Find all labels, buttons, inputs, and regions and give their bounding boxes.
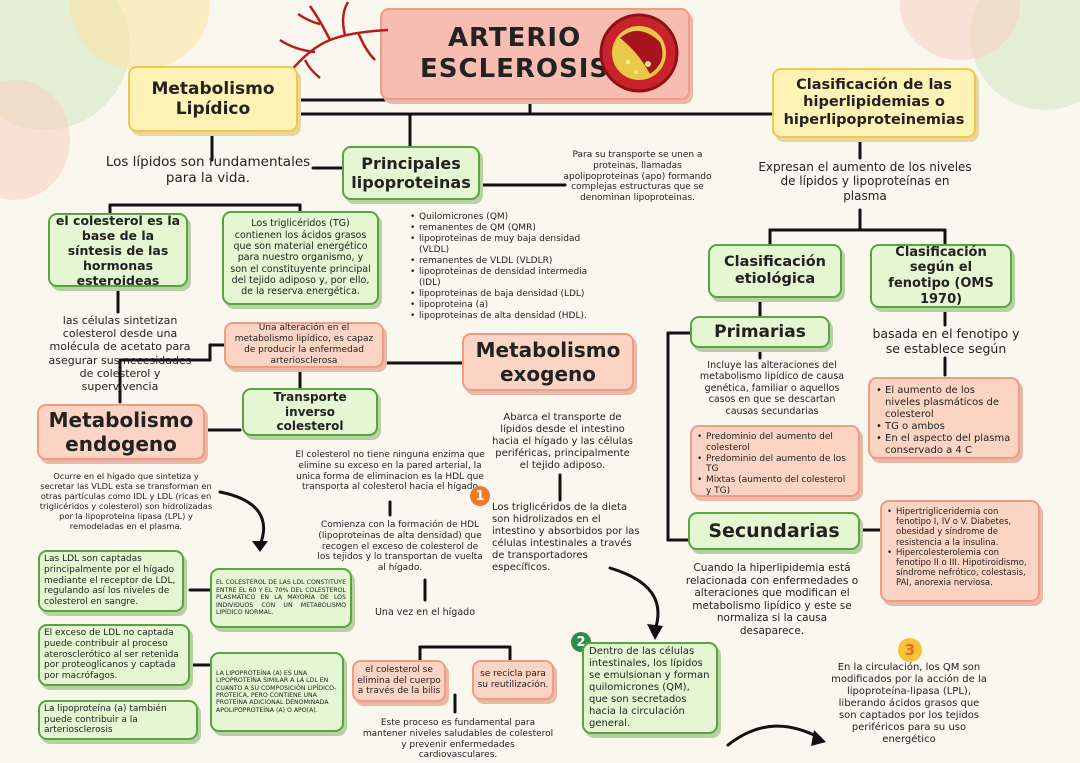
clasificacion-hiperlipidemias-box: Clasificación de las hiperlipidemias o h… <box>772 68 976 138</box>
secundarias-list-box: Hipertrigliceridemia con fenotipo I, IV … <box>880 500 1040 602</box>
dentro-celulas-box: Dentro de las células intestinales, los … <box>582 642 718 734</box>
exceso-ldl-box: El exceso de LDL no captada puede contri… <box>38 624 190 686</box>
lipoproteina-item: remanentes de VLDL (VLDLR) <box>410 256 600 267</box>
lipoproteina-item: remanentes de QM (QMR) <box>410 223 600 234</box>
colesterol-base-label: el colesterol es la base de la síntesis … <box>55 212 181 288</box>
secundarias-label: Secundarias <box>708 519 840 542</box>
clasificacion-fenotipo-box: Clasificación según el fenotipo (OMS 197… <box>870 244 1012 308</box>
una-vez-higado-text: Una vez en el hígado <box>374 607 476 618</box>
lipoproteina-a-ldl-label: LA LIPOPROTEÍNA (A) ES UNA LIPOPROTEÍNA … <box>216 669 337 714</box>
basada-fenotipo-text: basada en el fenotipo y se establece seg… <box>872 326 1020 356</box>
secundarias-list: Hipertrigliceridemia con fenotipo I, IV … <box>887 507 1033 589</box>
primarias-list-box: Predominio del aumento del colesterol Pr… <box>690 425 860 497</box>
lipoproteina-a-ldl-box: LA LIPOPROTEÍNA (A) ES UNA LIPOPROTEÍNA … <box>210 652 344 732</box>
lipoproteina-item: lipoproteinas de baja densidad (LDL) <box>410 289 600 300</box>
alteracion-box: Una alteración en el metabolismo lipídic… <box>224 322 384 368</box>
metabolismo-exogeno-label: Metabolismo exogeno <box>475 338 621 386</box>
fenotipo-list: El aumento de los niveles plasmáticos de… <box>876 385 1012 457</box>
badge-3: 3 <box>898 638 922 662</box>
transporte-inverso-box: Transporte inverso colesterol <box>242 388 378 436</box>
comienza-hdl-text: Comienza con la formación de HDL (lipopr… <box>317 520 483 574</box>
clasificacion-etiologica-box: Clasificación etiológica <box>708 244 842 298</box>
metabolismo-lipidico-label: Metabolismo Lipídico <box>151 78 275 119</box>
circulacion-qm-text: En la circulación, los QM son modificado… <box>831 662 987 745</box>
elimina-bilis-box: el colesterol se elimina del cuerpo a tr… <box>352 660 446 702</box>
ldl-captadas-box: Las LDL son captadas principalmente por … <box>38 550 184 612</box>
principales-lipoproteinas-box: Principales lipoproteinas <box>342 146 480 200</box>
primarias-item: Predominio del aumento de los TG <box>697 454 853 476</box>
lipoproteinas-list: Quilomicrones (QM) remanentes de QM (QMR… <box>410 212 600 322</box>
metabolismo-endogeno-box: Metabolismo endogeno <box>37 404 205 460</box>
lipoproteina-a-box: La lipoproteína (a) también puede contri… <box>38 700 198 740</box>
secundarias-item: Hipercolesterolemia con fenotipo II o II… <box>887 548 1033 589</box>
expresan-text: Expresan el aumento de los niveles de lí… <box>758 160 972 203</box>
lipoproteina-item: lipoproteinas de muy baja densidad (VLDL… <box>410 234 600 256</box>
trigliceridos-label: Los triglicéridos (TG) contienen los áci… <box>230 218 371 298</box>
dentro-celulas-label: Dentro de las células intestinales, los … <box>589 646 710 729</box>
lipoproteina-item: lipoproteina (a) <box>410 300 600 311</box>
colesterol-base-box: el colesterol es la base de la síntesis … <box>48 212 188 288</box>
badge-1: 1 <box>470 486 490 506</box>
fenotipo-item: En el aspecto del plasma conservado a 4 … <box>876 433 1012 457</box>
lipoproteina-item: lipoproteinas de densidad intermedia (ID… <box>410 267 600 289</box>
metabolismo-exogeno-box: Metabolismo exogeno <box>462 333 634 391</box>
primarias-label: Primarias <box>714 321 806 342</box>
title-line-1: ARTERIO <box>447 22 582 53</box>
recicla-box: se recicla para su reutilización. <box>472 660 554 700</box>
exceso-ldl-label: El exceso de LDL no captada puede contri… <box>44 628 179 682</box>
recicla-label: se recicla para su reutilización. <box>477 669 549 690</box>
clasificacion-etiologica-label: Clasificación etiológica <box>724 253 826 287</box>
proceso-fundamental-text: Este proceso es fundamental para mantene… <box>362 718 554 761</box>
lipoproteina-item: lipoproteinas de alta densidad (HDL). <box>410 311 600 322</box>
metabolismo-lipidico-box: Metabolismo Lipídico <box>128 66 298 132</box>
blood-vessels-icon <box>279 1 389 79</box>
artery-icon <box>599 13 679 93</box>
trigliceridos-box: Los triglicéridos (TG) contienen los áci… <box>222 211 379 305</box>
primarias-list: Predominio del aumento del colesterol Pr… <box>697 432 853 497</box>
clasificacion-hiperlipidemias-label: Clasificación de las hiperlipidemias o h… <box>783 76 965 128</box>
title-line-2: ESCLEROSIS <box>420 54 610 84</box>
trigliceridos-dieta-text: Los triglicéridos de la dieta son hidrol… <box>492 502 640 573</box>
lipoproteina-item: Quilomicrones (QM) <box>410 212 600 223</box>
clasificacion-fenotipo-label: Clasificación según el fenotipo (OMS 197… <box>888 244 994 307</box>
colesterol-ldl-70-label: EL COLESTEROL DE LAS LDL CONSTITUYE ENTR… <box>216 579 346 617</box>
primarias-box: Primarias <box>690 316 830 348</box>
ldl-captadas-label: Las LDL son captadas principalmente por … <box>44 554 176 608</box>
primarias-item: Mixtas (aumento del colesterol y TG) <box>697 475 853 497</box>
fenotipo-item: TG o ambos <box>876 421 1012 433</box>
principales-lipoproteinas-label: Principales lipoproteinas <box>351 153 471 192</box>
fenotipo-list-box: El aumento de los niveles plasmáticos de… <box>868 377 1020 459</box>
transporte-inverso-label: Transporte inverso colesterol <box>273 390 347 434</box>
celulas-sintetizan-text: las células sintetizan colesterol desde … <box>48 314 192 393</box>
primarias-item: Predominio del aumento del colesterol <box>697 432 853 454</box>
colesterol-ldl-70-box: EL COLESTEROL DE LAS LDL CONSTITUYE ENTR… <box>210 568 352 628</box>
secundarias-item: Hipertrigliceridemia con fenotipo I, IV … <box>887 507 1033 548</box>
incluye-alteraciones-text: Incluye las alteraciones del metabolismo… <box>699 360 845 417</box>
lipoproteina-a-label: La lipoproteína (a) también puede contri… <box>44 703 167 736</box>
fenotipo-item: El aumento de los niveles plasmáticos de… <box>876 385 1012 421</box>
ocurre-higado-text: Ocurre en el hígado que sintetiza y secr… <box>39 471 213 531</box>
metabolismo-endogeno-label: Metabolismo endogeno <box>48 408 194 456</box>
alteracion-label: Una alteración en el metabolismo lipídic… <box>234 323 374 366</box>
cuando-hiper-text: Cuando la hiperlipidemia está relacionad… <box>685 562 859 637</box>
elimina-bilis-label: el colesterol se elimina del cuerpo a tr… <box>357 664 441 697</box>
secundarias-box: Secundarias <box>688 512 860 550</box>
lipidos-fundamentales-text: Los lípidos son fundamentales para la vi… <box>105 154 311 187</box>
transporte-apolipoproteinas-text: Para su transporte se unen a proteinas, … <box>563 150 712 204</box>
colesterol-no-enzima-text: El colesterol no tiene ninguna enzima qu… <box>295 450 485 493</box>
abarca-text: Abarca el transporte de lípidos desde el… <box>492 412 633 471</box>
